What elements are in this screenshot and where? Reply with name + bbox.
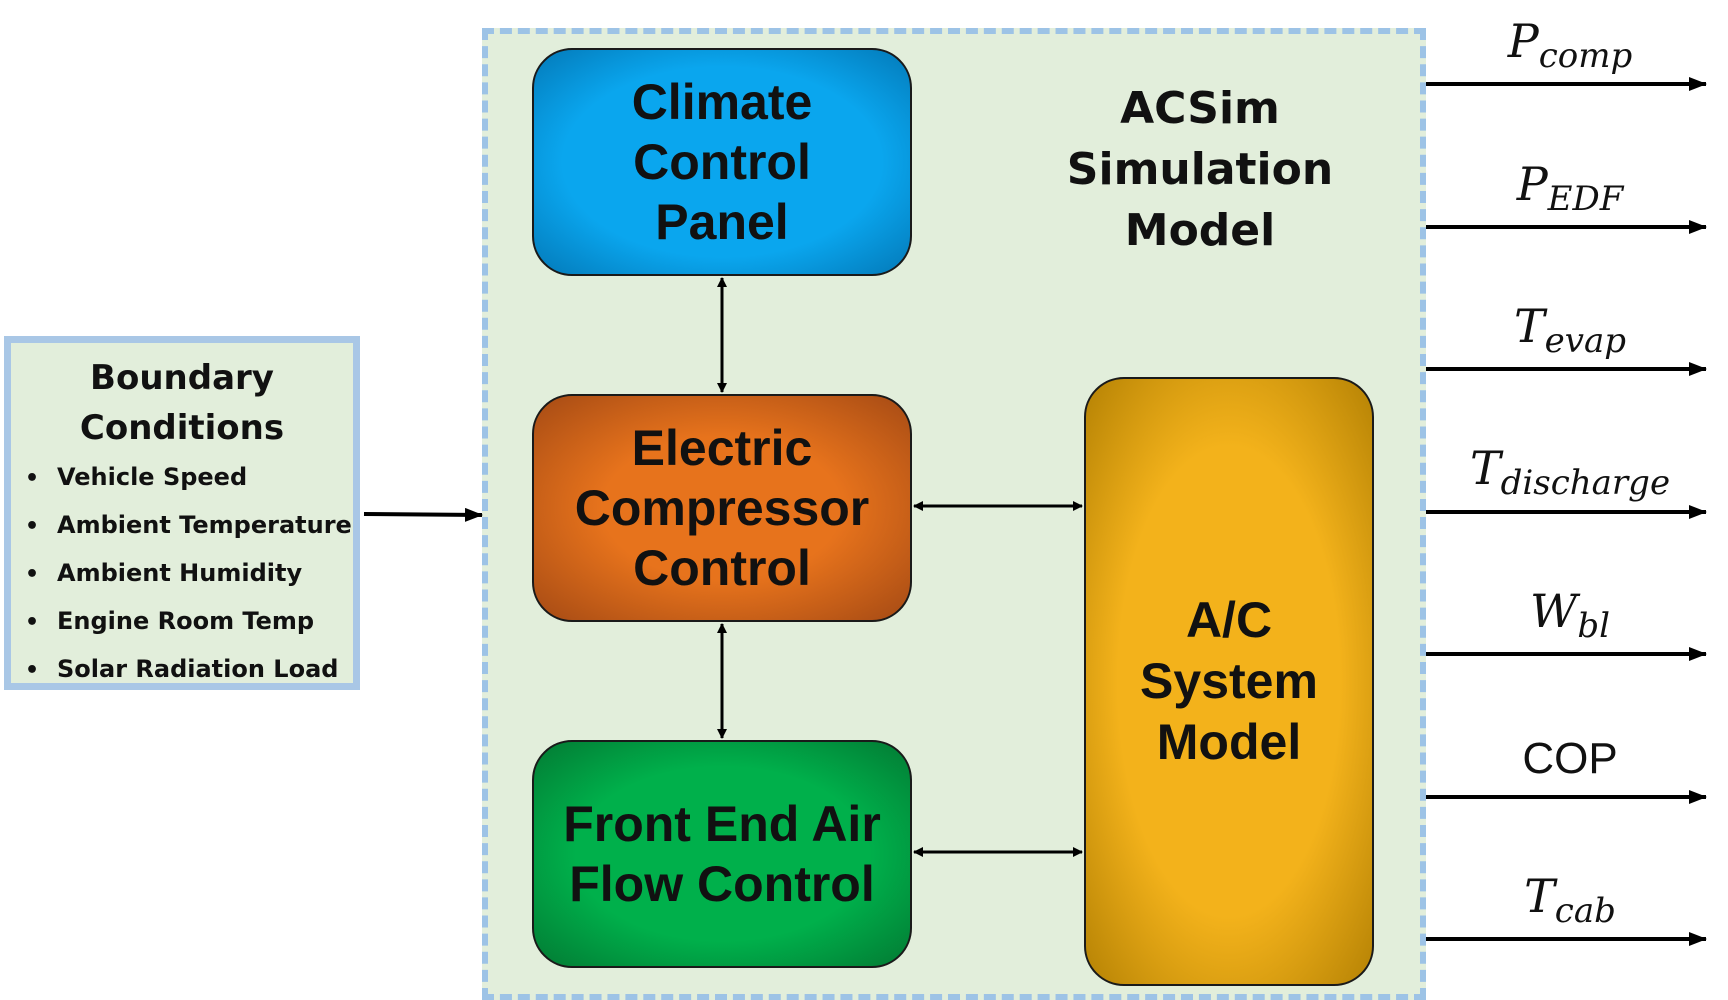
list-item-label: Solar Radiation Load	[57, 655, 339, 683]
boundary-title-line-1: Boundary	[90, 358, 274, 398]
output-symbol: COP	[1522, 734, 1618, 783]
list-item: • Ambient Temperature	[25, 501, 352, 549]
output-subscript: EDF	[1547, 179, 1624, 219]
list-item: • Vehicle Speed	[25, 453, 352, 501]
output-subscript: cab	[1554, 891, 1616, 931]
ac-block-line-2: System	[1140, 653, 1318, 709]
output-subscript: bl	[1577, 606, 1610, 646]
climate-block-line-2: Control	[633, 134, 811, 190]
climate-control-panel-block: Climate Control Panel	[532, 48, 912, 276]
output-label-tdischarge: Tdischarge	[1440, 441, 1700, 503]
boundary-conditions-box: Boundary Conditions • Vehicle Speed • Ambi…	[4, 336, 360, 690]
output-subscript: evap	[1544, 321, 1627, 361]
compressor-block-line-3: Control	[633, 540, 811, 596]
output-symbol: T	[1513, 299, 1545, 353]
simulation-title-line-2: Simulation	[1066, 144, 1334, 195]
frontend-block-line-2: Flow Control	[569, 856, 875, 912]
list-item-label: Vehicle Speed	[57, 463, 248, 491]
list-item-label: Ambient Temperature	[57, 511, 352, 539]
output-subscript: discharge	[1500, 463, 1671, 503]
bullet-icon: •	[25, 658, 40, 683]
boundary-conditions-title: Boundary Conditions	[11, 353, 353, 453]
climate-block-line-3: Panel	[655, 194, 789, 250]
boundary-input-arrow	[363, 507, 483, 522]
output-label-wbl: Wbl	[1440, 584, 1700, 646]
output-label-cop: COP	[1440, 734, 1700, 792]
boundary-conditions-list: • Vehicle Speed • Ambient Temperature • Amb…	[25, 453, 352, 693]
output-label-tevap: Tevap	[1440, 299, 1700, 361]
ac-block-line-1: A/C	[1185, 592, 1273, 648]
ac-system-model-block: A/C System Model	[1084, 377, 1374, 986]
front-end-air-flow-control-block: Front End Air Flow Control	[532, 740, 912, 968]
list-item: • Solar Radiation Load	[25, 645, 352, 693]
compressor-block-line-1: Electric	[631, 420, 813, 476]
list-item-label: Engine Room Temp	[57, 607, 315, 635]
list-item: • Ambient Humidity	[25, 549, 352, 597]
bullet-icon: •	[25, 562, 40, 587]
output-label-tcab: Tcab	[1440, 869, 1700, 931]
output-label-pcomp: Pcomp	[1440, 14, 1700, 76]
bullet-icon: •	[25, 610, 40, 635]
list-item-label: Ambient Humidity	[57, 559, 303, 587]
simulation-title-line-3: Model	[1124, 205, 1276, 256]
output-label-pedf: PEDF	[1440, 157, 1700, 219]
simulation-model-title: ACSim Simulation Model	[1050, 78, 1350, 261]
bullet-icon: •	[25, 514, 40, 539]
frontend-block-line-1: Front End Air	[563, 796, 881, 852]
output-symbol: W	[1530, 584, 1578, 638]
simulation-title-line-1: ACSim	[1120, 83, 1280, 134]
output-symbol: P	[1516, 157, 1548, 211]
output-symbol: T	[1469, 441, 1501, 495]
output-symbol: P	[1507, 14, 1539, 68]
output-subscript: comp	[1538, 36, 1633, 76]
boundary-title-line-2: Conditions	[79, 408, 285, 448]
ac-block-line-3: Model	[1156, 714, 1302, 770]
electric-compressor-control-block: Electric Compressor Control	[532, 394, 912, 622]
compressor-block-line-2: Compressor	[574, 480, 870, 536]
bullet-icon: •	[25, 466, 40, 491]
output-symbol: T	[1524, 869, 1555, 923]
climate-block-line-1: Climate	[631, 74, 813, 130]
list-item: • Engine Room Temp	[25, 597, 352, 645]
